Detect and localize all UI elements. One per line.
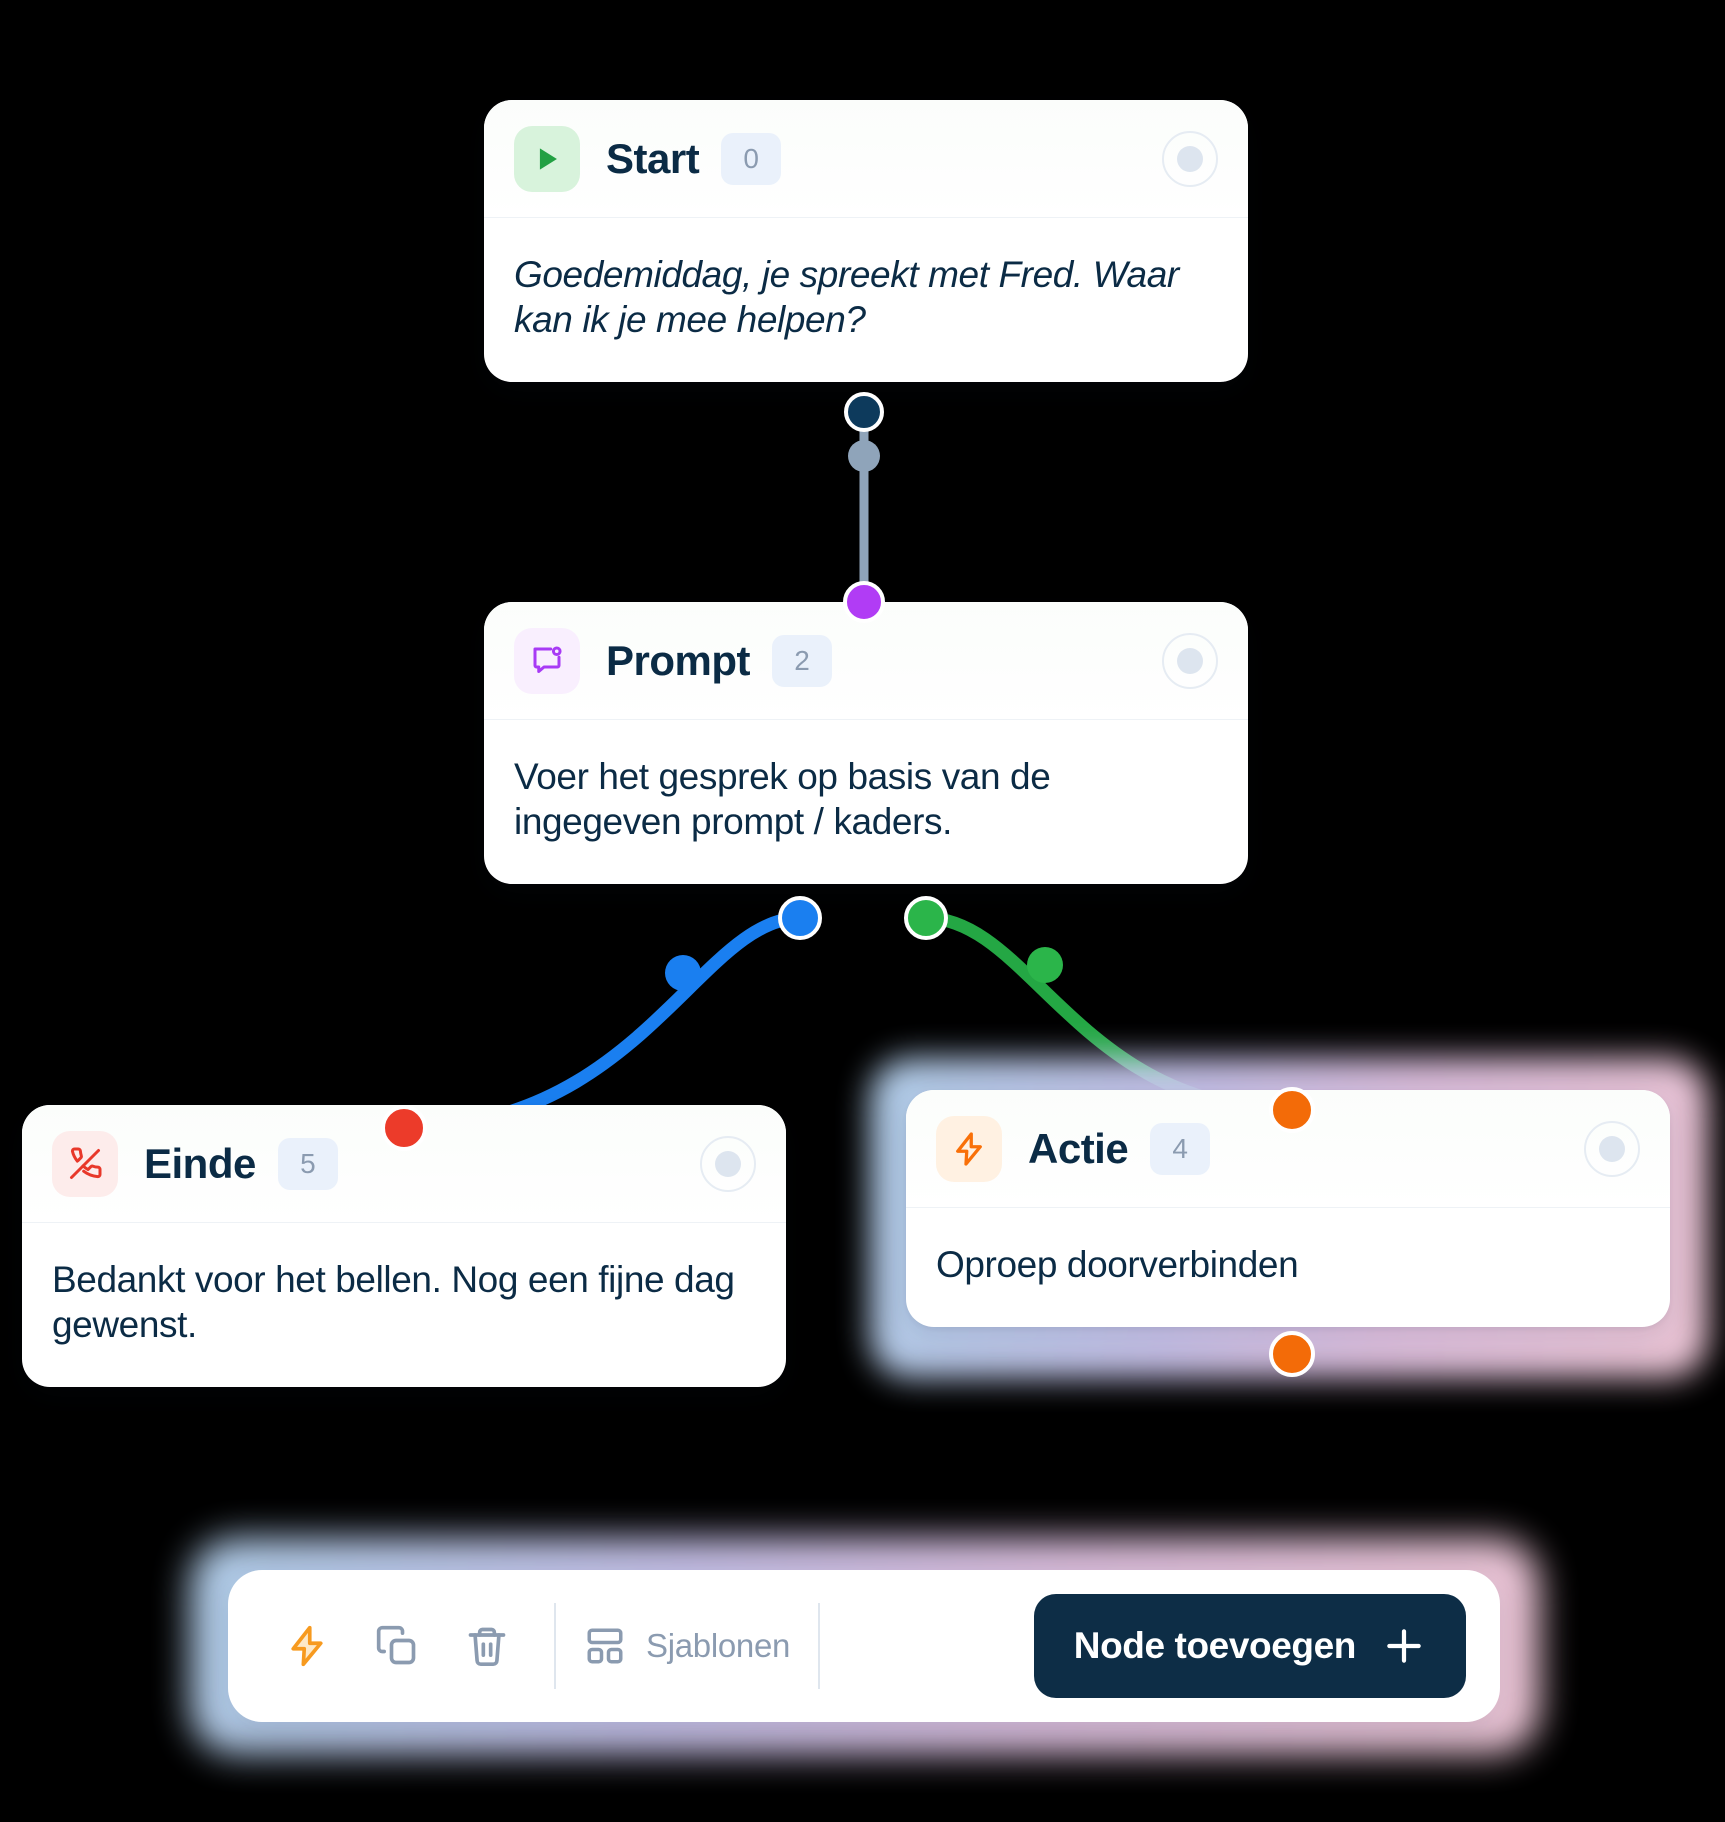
node-title-einde: Einde [144, 1139, 256, 1187]
message-square-dot-icon [514, 627, 580, 694]
handle-actie-output[interactable] [1269, 1331, 1315, 1377]
zap-button[interactable] [262, 1570, 352, 1722]
zap-icon [291, 1625, 323, 1667]
plus-icon [1387, 1629, 1421, 1663]
handle-prompt-input[interactable] [843, 581, 885, 623]
phone-off-icon [52, 1130, 118, 1197]
add-node-button[interactable]: Node toevoegen [1033, 1594, 1466, 1698]
node-status-toggle-start[interactable] [1162, 130, 1218, 187]
handle-einde-input[interactable] [381, 1105, 427, 1151]
zap-icon [936, 1115, 1002, 1182]
templates-label: Sjablonen [646, 1627, 791, 1664]
layout-template-icon [587, 1628, 623, 1664]
handle-actie-input[interactable] [1269, 1087, 1315, 1133]
trash-icon [468, 1627, 506, 1666]
handle-prompt-output-right[interactable] [904, 896, 948, 940]
templates-button[interactable]: Sjablonen [578, 1625, 796, 1667]
node-body-prompt: Voer het gesprek op basis van de ingegev… [514, 756, 1051, 843]
node-card-einde[interactable]: Einde 5 Bedankt voor het bellen. Nog een… [22, 1105, 786, 1388]
node-body-actie: Oproep doorverbinden [936, 1244, 1299, 1285]
node-toolbar[interactable]: Sjablonen Node toevoegen [228, 1570, 1500, 1722]
toolbar-divider-2 [818, 1603, 821, 1689]
edge-midpoint-prompt-actie[interactable] [1027, 947, 1063, 983]
handle-start-output[interactable] [844, 392, 884, 432]
node-badge-einde: 5 [277, 1137, 338, 1190]
edge-midpoint-start-prompt[interactable] [848, 440, 880, 472]
node-status-toggle-prompt[interactable] [1162, 632, 1218, 689]
node-header-start: Start 0 [484, 100, 1248, 218]
node-title-start: Start [606, 134, 700, 182]
node-title-prompt: Prompt [606, 636, 751, 684]
node-status-toggle-einde[interactable] [700, 1135, 756, 1192]
node-badge-start: 0 [721, 132, 782, 185]
play-icon [514, 125, 580, 192]
delete-button[interactable] [442, 1570, 532, 1722]
node-title-actie: Actie [1028, 1124, 1129, 1172]
edge-prompt-einde[interactable] [397, 911, 807, 1135]
handle-prompt-output-left[interactable] [778, 896, 822, 940]
node-card-start[interactable]: Start 0 Goedemiddag, je spreekt met Fred… [484, 100, 1248, 383]
add-node-label: Node toevoegen [1073, 1625, 1357, 1666]
edge-midpoint-prompt-einde[interactable] [665, 955, 701, 991]
node-badge-actie: 4 [1150, 1122, 1211, 1175]
toolbar-divider-1 [554, 1603, 556, 1689]
node-card-actie[interactable]: Actie 4 Oproep doorverbinden [906, 1090, 1670, 1328]
node-body-einde: Bedankt voor het bellen. Nog een fijne d… [52, 1259, 735, 1346]
duplicate-button[interactable] [352, 1570, 442, 1722]
node-badge-prompt: 2 [772, 634, 832, 687]
node-status-toggle-actie[interactable] [1584, 1120, 1640, 1177]
node-card-prompt[interactable]: Prompt 2 Voer het gesprek op basis van d… [484, 602, 1248, 885]
node-body-start: Goedemiddag, je spreekt met Fred. Waar k… [514, 254, 1179, 341]
copy-icon [376, 1625, 416, 1665]
node-header-einde: Einde 5 [22, 1105, 786, 1223]
